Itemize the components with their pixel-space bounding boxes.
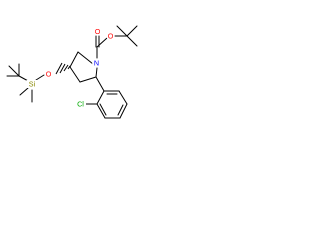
atom-label-oxygen-carbonyl: O xyxy=(93,27,102,36)
atom-label-text: Cl xyxy=(77,100,84,109)
molecule-structure-diagram: O O N O Si Cl xyxy=(6,25,138,119)
atom-label-text: O xyxy=(95,27,101,36)
stereo-hash-bond xyxy=(55,62,71,75)
atom-label-nitrogen: N xyxy=(92,59,101,68)
atom-label-text: N xyxy=(94,59,99,68)
benzene-ring-bonds xyxy=(96,90,128,119)
o-si-bond xyxy=(35,74,45,81)
atom-label-text: Si xyxy=(29,80,36,89)
pyrrolidine-ring-bonds xyxy=(69,51,98,83)
aryl-attachment-bond xyxy=(95,76,105,92)
atom-label-chlorine: Cl xyxy=(75,100,86,109)
atom-label-oxygen-ester: O xyxy=(106,32,115,41)
atom-label-text: O xyxy=(46,70,52,79)
atom-label-silicon: Si xyxy=(26,80,38,89)
atom-label-oxygen-silyl: O xyxy=(44,70,53,79)
atom-label-text: O xyxy=(108,32,114,41)
